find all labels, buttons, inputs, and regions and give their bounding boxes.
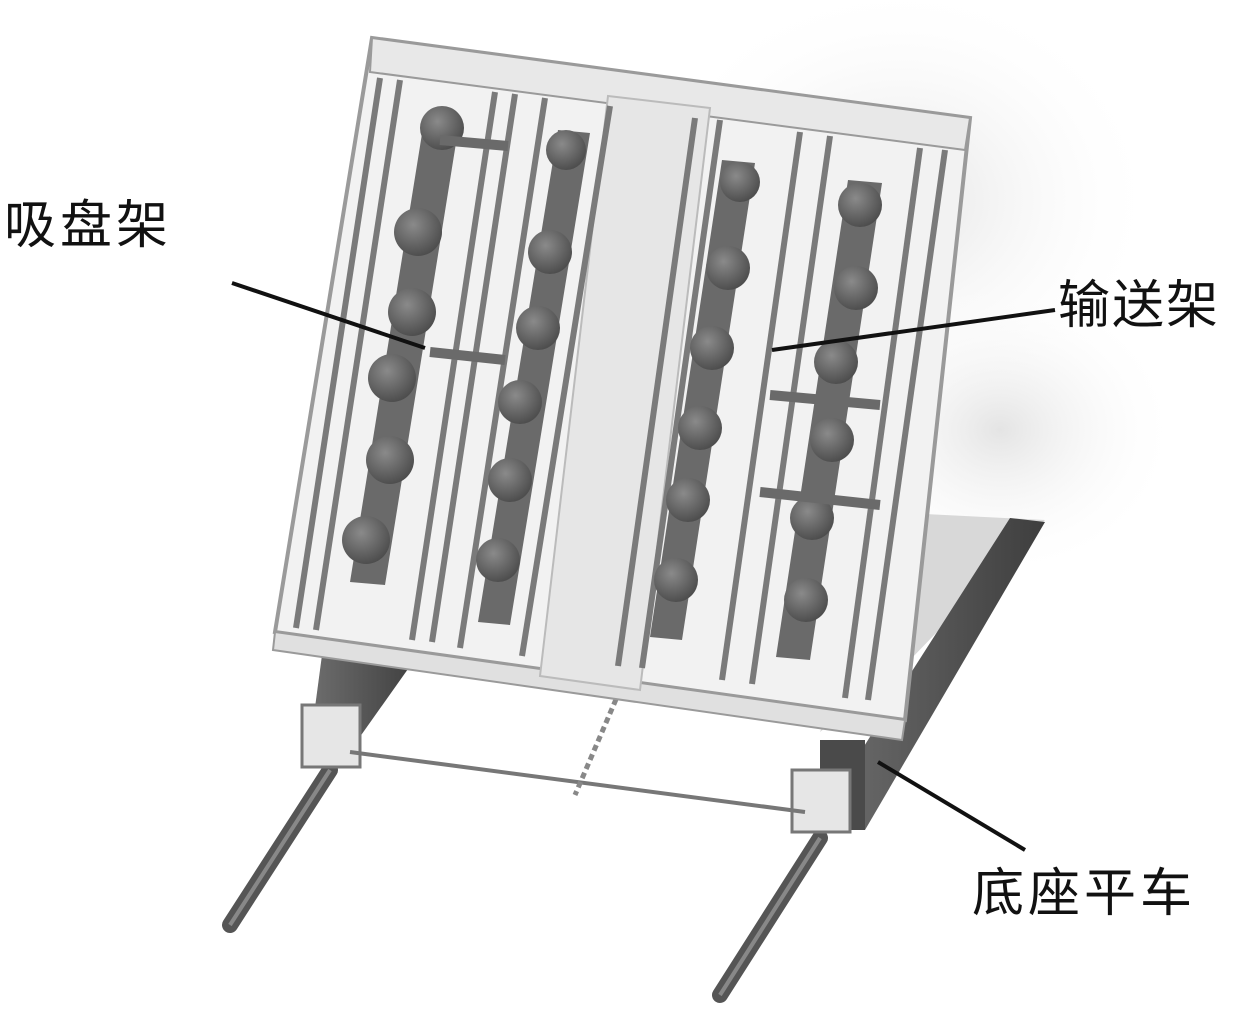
conveyor-rack xyxy=(650,160,882,660)
base-cart xyxy=(300,513,1045,834)
label-conveyor-rack: 输送架 xyxy=(1058,276,1221,336)
leader-suction-rack xyxy=(231,281,426,350)
rail-track-left xyxy=(222,762,338,933)
label-base-cart: 底座平车 xyxy=(972,864,1197,924)
rail-track-right xyxy=(712,830,828,1003)
leader-base-cart xyxy=(876,760,1027,852)
label-suction-rack: 吸盘架 xyxy=(4,196,173,256)
leader-conveyor-rack xyxy=(771,308,1056,352)
suction-rack xyxy=(342,106,590,625)
